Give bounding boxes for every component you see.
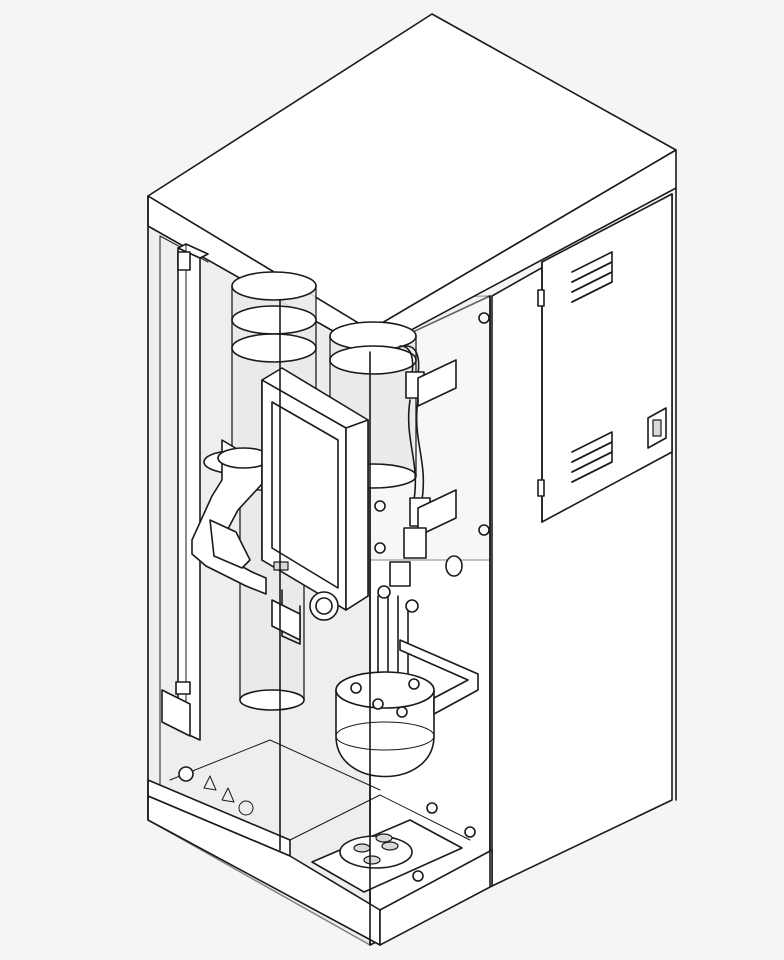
drip-tray-arm xyxy=(399,639,479,715)
drain-grid xyxy=(311,802,476,893)
sample-bowl[interactable] xyxy=(335,671,435,778)
usb-port xyxy=(273,561,289,571)
outline-edges xyxy=(147,187,677,946)
pipe-assembly xyxy=(377,345,457,691)
touchscreen-display xyxy=(271,401,339,589)
side-service-door[interactable] xyxy=(537,193,673,523)
left-guide-rail xyxy=(161,243,209,741)
wall-bolts xyxy=(374,312,490,577)
control-panel[interactable] xyxy=(261,367,369,645)
upper-vent xyxy=(571,251,613,303)
lower-vent xyxy=(571,431,613,483)
clamp-handle[interactable] xyxy=(191,439,271,595)
warning-triangle-icon xyxy=(221,787,235,803)
control-knob-icon[interactable] xyxy=(309,591,339,621)
warning-triangle-icon xyxy=(203,775,217,791)
power-switch-icon[interactable] xyxy=(647,407,667,449)
